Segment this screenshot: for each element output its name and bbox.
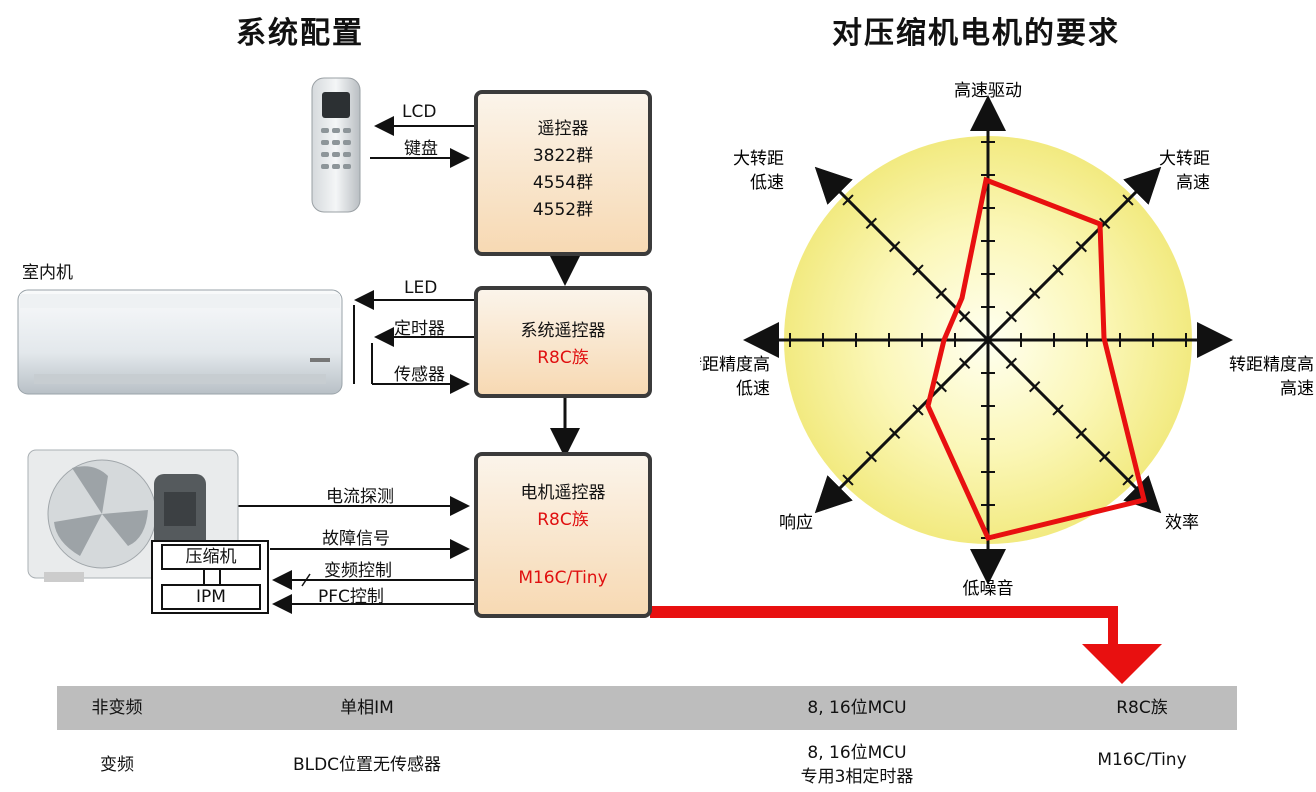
radar-axes: [743, 95, 1233, 585]
remote-box-line1: 遥控器: [537, 119, 589, 139]
radar-tick: [935, 287, 947, 299]
motor-box-line2: R8C族: [537, 510, 589, 530]
radar-tick: [1122, 194, 1134, 206]
radar-tick: [1052, 404, 1064, 416]
radar-axis-top-right: [986, 166, 1162, 342]
row2-mcu-line2: 专用3相定时器: [800, 767, 914, 787]
radar-tick: [889, 427, 901, 439]
radar-tick: [842, 474, 854, 486]
remote-controller-box: 遥控器 3822群 4554群 4552群: [474, 90, 652, 256]
sensor-label: 传感器: [394, 365, 445, 385]
row1-family: R8C族: [1116, 698, 1168, 718]
radar-tick: [935, 381, 947, 393]
system-controller-box: 系统遥控器 R8C族: [474, 286, 652, 398]
indoor-unit-image: [17, 289, 343, 395]
radar-axis-bottom-left: [814, 338, 990, 514]
radar-profile-polygon: [925, 176, 1148, 541]
table-row-non-inverter: 非变频 单相IM 8, 16位MCU R8C族: [57, 686, 1237, 730]
row1-type: 非变频: [91, 698, 143, 718]
row1-motor: 单相IM: [340, 698, 394, 718]
red-flow-arrow: [650, 606, 1162, 684]
indoor-unit-label: 室内机: [22, 263, 73, 283]
motor-box-line1: 电机遥控器: [520, 483, 606, 503]
radar-tick: [865, 217, 877, 229]
axis-label-bottom: 低噪音: [963, 579, 1014, 599]
radar-tick: [1005, 357, 1017, 369]
axis-label-bottom-right: 效率: [1165, 513, 1199, 533]
system-box-line2: R8C族: [537, 348, 589, 368]
axis-label-top-right-2: 高速: [1176, 173, 1210, 193]
current-detect-label: 电流探测: [326, 487, 394, 507]
radar-tick: [1099, 451, 1111, 463]
radar-tick: [889, 241, 901, 253]
radar-tick: [1052, 264, 1064, 276]
ipm-label: IPM: [161, 584, 261, 610]
remote-box-line4: 4552群: [532, 200, 594, 220]
radar-tick: [959, 357, 971, 369]
motor-controller-box: 电机遥控器 R8C族 M16C/Tiny: [474, 452, 652, 618]
right-title: 对压缩机电机的要求: [832, 16, 1120, 51]
outdoor-control-box: 压缩机 IPM: [151, 540, 269, 614]
axis-label-left-1: 转距精度高: [700, 355, 770, 375]
radar-tick: [1029, 287, 1041, 299]
lcd-label: LCD: [402, 102, 437, 122]
row2-motor: BLDC位置无传感器: [292, 755, 442, 775]
radar-tick: [1099, 217, 1111, 229]
radar-axis-bottom-right: [986, 338, 1162, 514]
row2-mcu-line1: 8, 16位MCU: [807, 743, 907, 763]
row1-mcu: 8, 16位MCU: [807, 698, 907, 718]
row2-family: M16C/Tiny: [1097, 750, 1187, 770]
fault-signal-label: 故障信号: [322, 529, 390, 549]
led-label: LED: [404, 278, 438, 298]
pfc-control-label: PFC控制: [318, 587, 384, 607]
remote-control-image: [311, 77, 361, 213]
row2-type: 变频: [100, 755, 134, 775]
axis-label-top-left-1: 大转距: [733, 149, 784, 169]
axis-label-right-2: 高速: [1280, 379, 1314, 399]
left-title: 系统配置: [236, 16, 364, 51]
radar-tick: [1005, 311, 1017, 323]
radar-tick: [1075, 241, 1087, 253]
radar-tick: [865, 451, 877, 463]
radar-tick: [1075, 427, 1087, 439]
axis-label-top-right-1: 大转距: [1159, 149, 1210, 169]
axis-label-top: 高速驱动: [954, 81, 1022, 101]
radar-chart: 高速驱动 大转距 高速 大转距 低速 转距精度高 高速 转距精度高 低速 效率 …: [700, 81, 1314, 599]
connector-arrows: [219, 116, 580, 614]
axis-label-right-1: 转距精度高: [1229, 355, 1314, 375]
radar-axis-top-left: [814, 166, 990, 342]
axis-label-top-left-2: 低速: [750, 173, 784, 193]
table-row-inverter: 变频 BLDC位置无传感器 8, 16位MCU 专用3相定时器 M16C/Tin…: [57, 734, 1237, 790]
table-header-band: [57, 686, 1237, 730]
keypad-label: 键盘: [404, 139, 438, 159]
axis-label-left-2: 低速: [736, 379, 770, 399]
radar-tick: [959, 311, 971, 323]
radar-tick: [912, 264, 924, 276]
radar-tick: [1122, 474, 1134, 486]
inverter-control-label: 变频控制: [324, 561, 392, 581]
radar-tick: [1029, 381, 1041, 393]
system-box-line1: 系统遥控器: [520, 321, 606, 341]
motor-box-line3: M16C/Tiny: [518, 568, 608, 588]
radar-tick: [912, 404, 924, 416]
compressor-ipm-link: [203, 570, 221, 584]
radar-tick: [842, 194, 854, 206]
axis-label-bottom-left: 响应: [779, 513, 813, 533]
remote-box-line2: 3822群: [532, 146, 594, 166]
compressor-label: 压缩机: [161, 544, 261, 570]
remote-box-line3: 4554群: [532, 173, 594, 193]
timer-label: 定时器: [394, 319, 445, 339]
